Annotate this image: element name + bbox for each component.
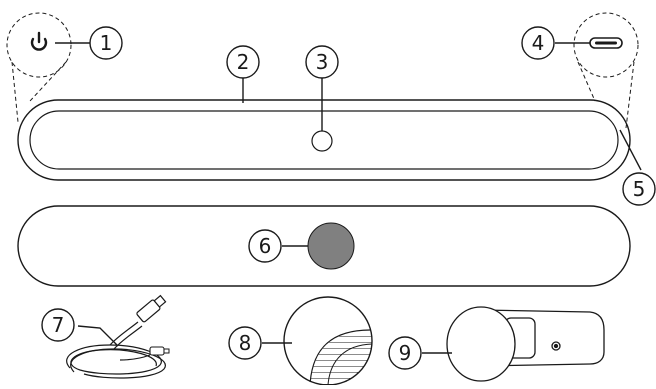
light-bar-back: [17, 205, 631, 287]
callout-8: 8: [228, 326, 262, 360]
usb-c-port-icon: [589, 37, 623, 49]
svg-text:3: 3: [316, 50, 329, 74]
callout-2: 2: [226, 45, 260, 79]
callout-4: 4: [521, 26, 555, 60]
magnetic-mount: [446, 306, 605, 382]
center-button: [311, 130, 333, 152]
callout-7: 7: [41, 308, 75, 342]
power-zoom-detail: [6, 12, 72, 123]
callout-leaders: [55, 42, 642, 354]
svg-text:1: 1: [100, 31, 113, 55]
svg-text:9: 9: [399, 341, 412, 365]
svg-text:6: 6: [259, 234, 272, 258]
callout-3: 3: [305, 45, 339, 79]
usb-port-zoom-detail: [573, 12, 639, 129]
svg-text:2: 2: [237, 50, 250, 74]
callout-9: 9: [388, 336, 422, 370]
callout-6: 6: [248, 229, 282, 263]
svg-text:8: 8: [239, 331, 252, 355]
power-icon: [30, 31, 48, 51]
callout-5: 5: [622, 172, 656, 206]
sensor-disc: [307, 222, 355, 270]
svg-text:5: 5: [633, 177, 646, 201]
callout-1: 1: [89, 26, 123, 60]
light-bar-front: [17, 99, 631, 181]
adhesive-pad: [283, 296, 373, 386]
usb-cable: [66, 294, 170, 379]
svg-text:7: 7: [52, 313, 65, 337]
svg-text:4: 4: [532, 31, 545, 55]
